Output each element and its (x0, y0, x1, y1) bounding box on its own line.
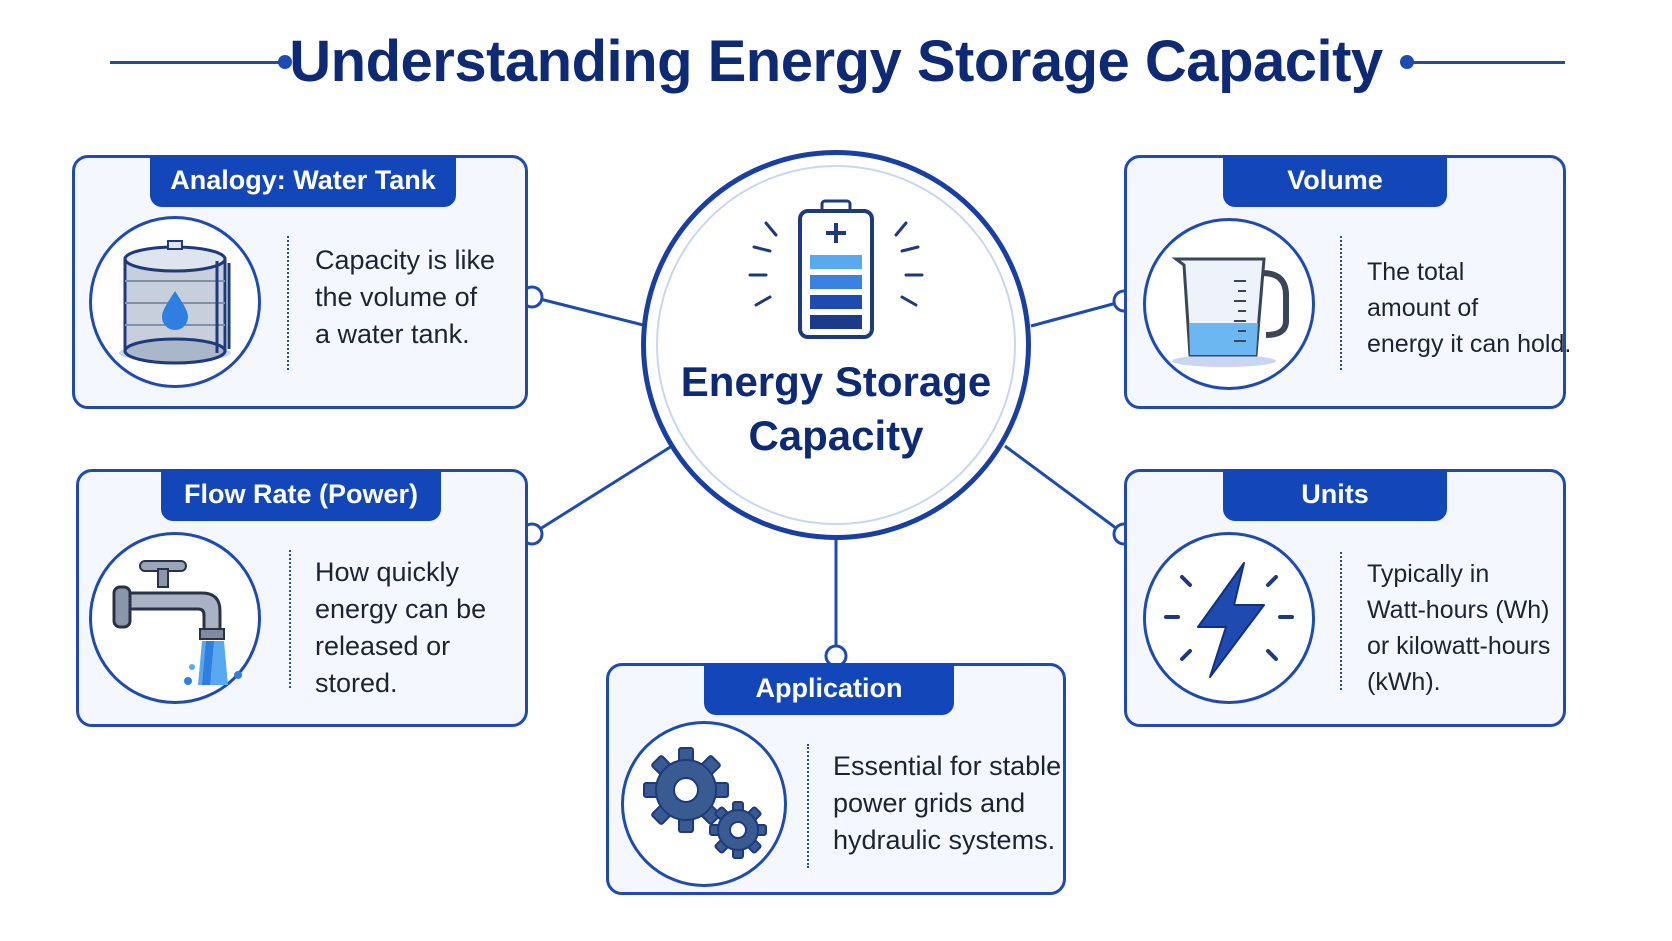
card-application-title: Application (704, 663, 954, 715)
card-flow-rate-divider (289, 550, 291, 688)
card-application-icon-circle (621, 721, 787, 887)
lightning-bolt-icon (1164, 562, 1294, 678)
connector-volume (1030, 299, 1125, 328)
card-flow-rate: Flow Rate (Power) How quickly energy can… (76, 469, 528, 727)
connector-units (1004, 444, 1125, 536)
card-application: Application (606, 663, 1066, 895)
title-dot-right (1400, 55, 1414, 69)
card-application-divider (807, 744, 809, 868)
battery-icon (748, 199, 924, 339)
page-title: Understanding Energy Storage Capacity (289, 29, 1383, 94)
card-analogy-icon-circle (89, 216, 261, 388)
card-volume-divider (1340, 236, 1342, 370)
card-analogy: Analogy: Water Tank Capacity is like the… (72, 155, 528, 409)
center-hub-label: Energy Storage Capacity (680, 358, 992, 459)
connector-flow (531, 444, 673, 536)
card-units-title: Units (1223, 469, 1447, 521)
title-bar: Understanding Energy Storage Capacity (0, 22, 1672, 102)
gears-icon (643, 747, 767, 859)
card-analogy-divider (287, 236, 289, 370)
center-hub-inner-ring (656, 165, 1016, 525)
card-analogy-title: Analogy: Water Tank (150, 155, 456, 207)
title-rule-left (110, 61, 285, 64)
card-units-icon-circle (1143, 532, 1315, 704)
title-dot-left (278, 55, 292, 69)
water-faucet-icon (112, 560, 242, 685)
card-volume-icon-circle (1143, 218, 1315, 390)
card-units: Units Typically in Watt-hours (Wh) or ki… (1124, 469, 1566, 727)
measuring-cup-icon (1171, 257, 1289, 367)
card-units-divider (1340, 552, 1342, 690)
water-tank-icon (119, 240, 231, 365)
title-rule-right (1410, 61, 1565, 64)
card-flow-rate-icon-circle (89, 532, 261, 704)
card-flow-rate-description: How quickly energy can be released or st… (315, 557, 487, 698)
card-units-description: Typically in Watt-hours (Wh) or kilowatt… (1367, 560, 1551, 696)
card-volume-description: The total amount of energy it can hold. (1367, 258, 1572, 358)
center-hub: Energy Storage Capacity (641, 150, 1031, 540)
card-volume: Volume The total amount of energy it can… (1124, 155, 1571, 409)
card-volume-title: Volume (1223, 155, 1447, 207)
card-flow-rate-title: Flow Rate (Power) (161, 469, 441, 521)
card-application-description: Essential for stable power grids and hyd… (833, 751, 1062, 855)
connector-analogy (531, 295, 648, 328)
card-analogy-description: Capacity is like the volume of a water t… (315, 245, 496, 349)
